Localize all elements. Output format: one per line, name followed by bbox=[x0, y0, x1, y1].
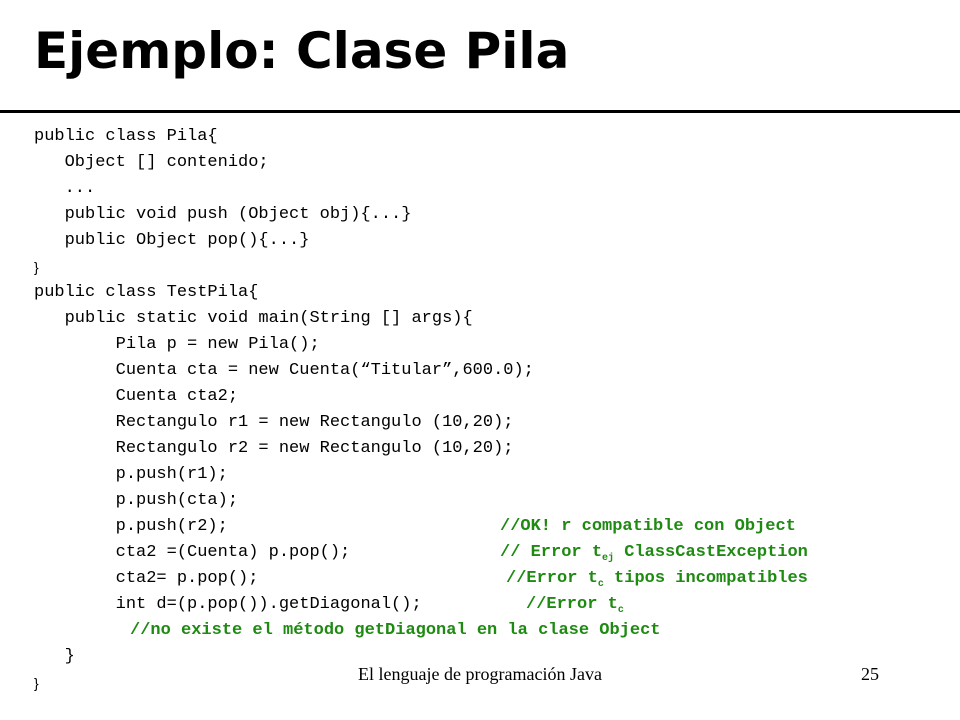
code-line: Object [] contenido; bbox=[34, 153, 269, 172]
code-line: p.push(cta); bbox=[34, 491, 239, 510]
code-line: p.push(r2); bbox=[34, 517, 228, 536]
code-line: Cuenta cta = new Cuenta(“Titular”,600.0)… bbox=[34, 361, 534, 380]
code-line: ... bbox=[34, 179, 96, 198]
page-number: 25 bbox=[861, 664, 879, 684]
code-line: public static void main(String [] args){ bbox=[34, 309, 473, 328]
code-line: Rectangulo r1 = new Rectangulo (10,20); bbox=[34, 413, 514, 432]
code-line: p.push(r1); bbox=[34, 465, 228, 484]
code-line: Cuenta cta2; bbox=[34, 387, 239, 406]
code-line: } bbox=[34, 647, 75, 666]
footer-text: El lenguaje de programación Java bbox=[358, 664, 602, 684]
code-comment: //OK! r compatible con Object bbox=[500, 517, 796, 536]
code-line: Pila p = new Pila(); bbox=[34, 335, 320, 354]
code-line: cta2= p.pop(); bbox=[34, 569, 259, 588]
code-line: int d=(p.pop()).getDiagonal(); bbox=[34, 595, 422, 614]
code-comment: //Error tc bbox=[526, 595, 624, 616]
code-line: Rectangulo r2 = new Rectangulo (10,20); bbox=[34, 439, 514, 458]
code-block: public class Pila{ Object [] contenido; … bbox=[34, 126, 808, 691]
code-line: public class Pila{ bbox=[34, 127, 218, 146]
code-line: public Object pop(){...} bbox=[34, 231, 310, 250]
code-comment: //no existe el método getDiagonal en la … bbox=[130, 621, 661, 640]
code-line: } bbox=[34, 675, 39, 691]
code-comment: // Error tej ClassCastException bbox=[500, 543, 808, 564]
code-line: public class TestPila{ bbox=[34, 283, 259, 302]
slide-title: Ejemplo: Clase Pila bbox=[34, 22, 570, 80]
code-line: } bbox=[34, 259, 39, 275]
code-line: public void push (Object obj){...} bbox=[34, 205, 412, 224]
title-divider bbox=[0, 110, 960, 113]
code-line: cta2 =(Cuenta) p.pop(); bbox=[34, 543, 351, 562]
code-comment: //Error tc tipos incompatibles bbox=[506, 569, 808, 590]
